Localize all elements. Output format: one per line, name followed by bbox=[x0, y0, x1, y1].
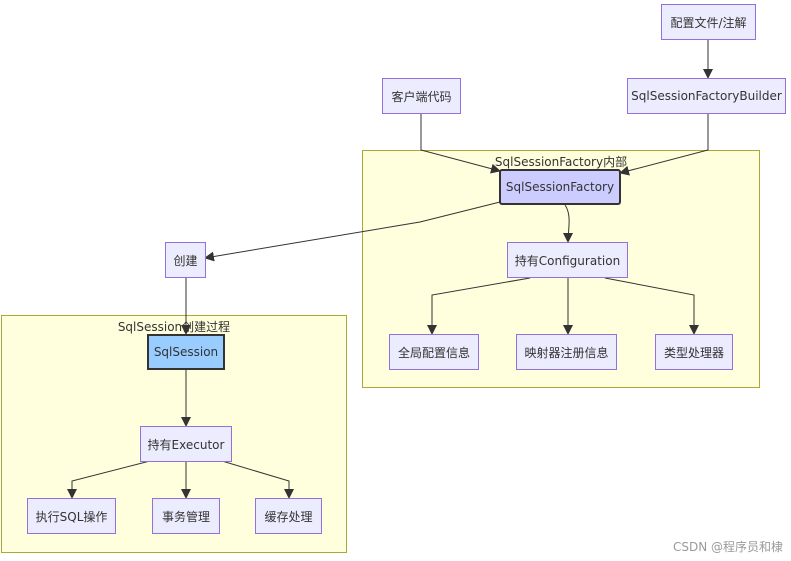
node-label: 映射器注册信息 bbox=[524, 345, 609, 360]
sqlsession-node[interactable]: SqlSession bbox=[147, 334, 225, 370]
node-label: 类型处理器 bbox=[663, 345, 724, 360]
config-file-node[interactable]: 配置文件/注解 bbox=[661, 4, 756, 40]
node-label: 持有Executor bbox=[147, 437, 225, 452]
edge-factory-to-create bbox=[204, 201, 501, 262]
sqlsessionfactorybuilder-node[interactable]: SqlSessionFactoryBuilder bbox=[627, 78, 786, 114]
node-label: SqlSessionFactoryBuilder bbox=[631, 89, 782, 103]
watermark: CSDN @程序员和棣 bbox=[672, 540, 783, 554]
cache-node[interactable]: 缓存处理 bbox=[255, 498, 322, 534]
node-label: 配置文件/注解 bbox=[670, 15, 747, 30]
edge-factory-to-configuration bbox=[563, 204, 574, 243]
edge-executor-to-execute bbox=[67, 460, 151, 499]
holds-executor-node[interactable]: 持有Executor bbox=[140, 426, 232, 462]
node-label: 事务管理 bbox=[161, 509, 210, 524]
edge-configuration-to-global bbox=[427, 277, 531, 335]
edge-executor-to-cache bbox=[221, 460, 294, 499]
execute-sql-node[interactable]: 执行SQL操作 bbox=[27, 498, 116, 534]
edge-configuration-to-typehandler bbox=[604, 277, 699, 335]
node-label: 客户端代码 bbox=[391, 89, 452, 104]
create-node[interactable]: 创建 bbox=[165, 242, 206, 278]
node-label: SqlSession bbox=[153, 345, 219, 359]
mapper-registry-node[interactable]: 映射器注册信息 bbox=[516, 334, 617, 370]
node-label: 创建 bbox=[173, 253, 198, 268]
edge-client-to-factory bbox=[420, 114, 501, 174]
holds-configuration-node[interactable]: 持有Configuration bbox=[507, 242, 628, 278]
sqlsessionfactory-node[interactable]: SqlSessionFactory bbox=[499, 169, 621, 205]
edge-builder-to-factory bbox=[619, 114, 709, 176]
node-label: 缓存处理 bbox=[264, 509, 313, 524]
transaction-node[interactable]: 事务管理 bbox=[152, 498, 220, 534]
type-handler-node[interactable]: 类型处理器 bbox=[655, 334, 733, 370]
node-label: SqlSessionFactory bbox=[505, 180, 615, 194]
node-label: 持有Configuration bbox=[514, 253, 621, 268]
cluster-title: SqlSessionFactory内部 bbox=[494, 155, 628, 169]
client-code-node[interactable]: 客户端代码 bbox=[382, 78, 461, 114]
global-config-node[interactable]: 全局配置信息 bbox=[389, 334, 479, 370]
cluster-title: SqlSession创建过程 bbox=[117, 320, 231, 334]
node-label: 全局配置信息 bbox=[397, 345, 470, 360]
node-label: 执行SQL操作 bbox=[35, 509, 108, 524]
